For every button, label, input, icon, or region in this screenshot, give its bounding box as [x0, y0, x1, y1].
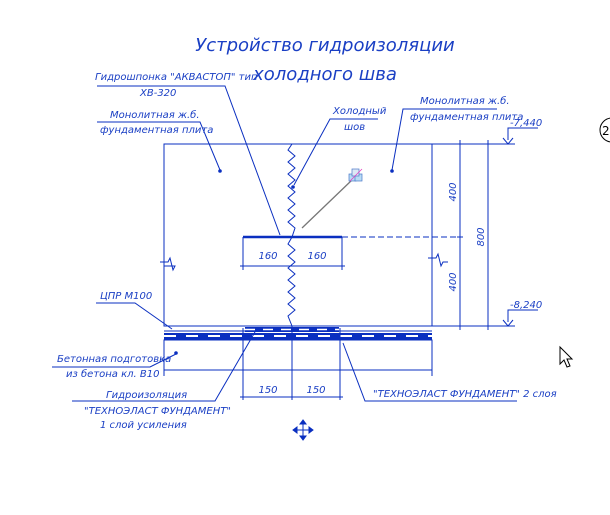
move-icon[interactable] — [292, 419, 314, 441]
label-cold-joint-2: шов — [344, 122, 365, 133]
concrete-preparation — [163, 339, 433, 371]
dim-total: 800 — [476, 227, 487, 246]
label-waterproofing-3: 1 слой усиления — [100, 420, 187, 431]
dim-strip-right: 150 — [306, 385, 325, 396]
label-waterproofing-main: "ТЕХНОЭЛАСТ ФУНДАМЕНТ" 2 слоя — [373, 389, 557, 400]
elevation-top: -7,440 — [510, 118, 542, 129]
label-waterproofing-2: "ТЕХНОЭЛАСТ ФУНДАМЕНТ" — [84, 406, 231, 417]
elevation-bottom: -8,240 — [510, 300, 542, 311]
section-marker[interactable] — [599, 117, 610, 143]
mouse-cursor-icon — [559, 345, 574, 368]
break-mark-right — [428, 252, 448, 268]
break-mark-left — [160, 256, 176, 272]
dim-strip-left: 150 — [258, 385, 277, 396]
label-slab-left-2: фундаментная плита — [100, 125, 213, 136]
dim-bottom-half: 400 — [448, 272, 459, 291]
svg-text:2: 2 — [602, 124, 610, 138]
grip-cube-icon[interactable] — [348, 168, 363, 182]
dim-top-half: 400 — [448, 182, 459, 201]
label-slab-right-2: фундаментная плита — [410, 112, 523, 123]
label-slab-right: Монолитная ж.б. — [420, 95, 510, 107]
label-screed: ЦПР М100 — [100, 291, 152, 302]
drawing-title-line2: холодного шва — [252, 64, 397, 85]
cold-joint-line — [287, 143, 296, 327]
drawing-title-line1: Устройство гидроизоляции — [195, 35, 455, 56]
grip-line — [301, 179, 353, 229]
label-concrete-prep: Бетонная подготовка — [57, 354, 171, 365]
label-waterstop-type: ХВ-320 — [139, 88, 176, 99]
label-waterproofing: Гидроизоляция — [106, 390, 187, 401]
label-cold-joint: Холодный — [332, 106, 387, 117]
label-slab-left: Монолитная ж.б. — [110, 109, 200, 121]
label-concrete-prep-2: из бетона кл. В10 — [66, 368, 159, 380]
dim-waterstop-right: 160 — [307, 251, 326, 262]
label-waterstop: Гидрошпонка "АКВАСТОП" тип — [95, 72, 258, 83]
dim-waterstop-left: 160 — [258, 251, 277, 262]
